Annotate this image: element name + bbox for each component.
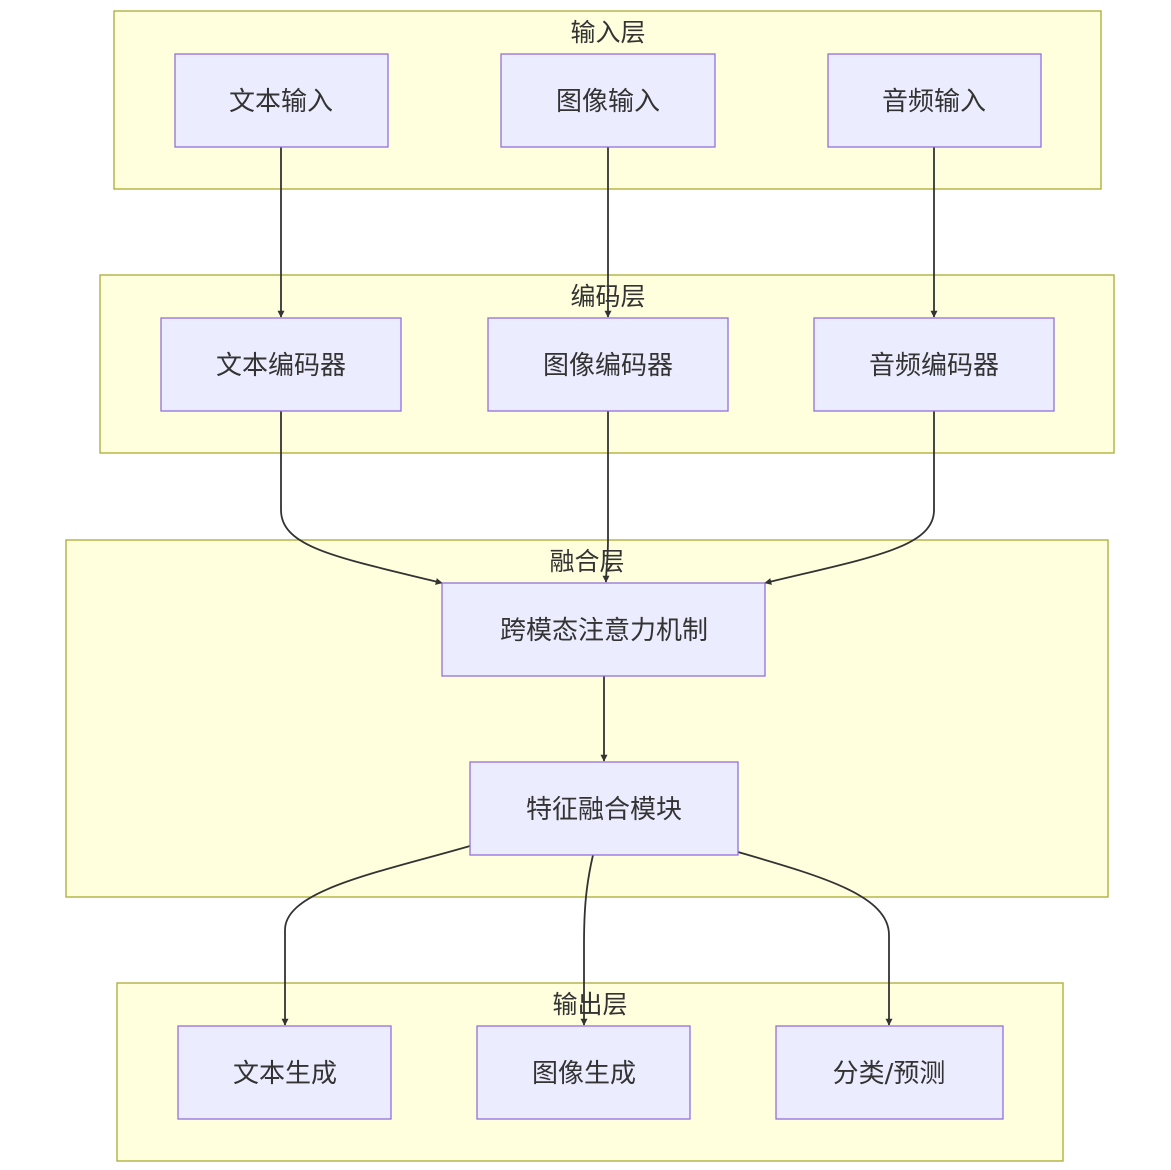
- edges: [277, 147, 938, 1026]
- node-label: 文本输入: [229, 87, 333, 117]
- edge-audio-encoder-to-cross-attention: [764, 411, 935, 585]
- fusion-layer-title: 融合层: [549, 547, 624, 576]
- node-label: 文本编码器: [216, 351, 346, 381]
- node-label: 图像输入: [556, 87, 660, 117]
- edge-feature-fusion-to-text-generation: [281, 845, 471, 1026]
- node-classification: 分类/预测: [775, 1025, 1004, 1120]
- edge-image-encoder-to-cross-attention: [602, 411, 610, 583]
- node-label: 音频编码器: [869, 351, 999, 381]
- edge-text-encoder-to-cross-attention: [280, 411, 443, 585]
- node-image-input: 图像输入: [500, 53, 716, 148]
- node-label: 音频输入: [882, 87, 986, 117]
- node-label: 图像编码器: [543, 351, 673, 381]
- node-text-input: 文本输入: [174, 53, 389, 148]
- node-label: 特征融合模块: [526, 795, 682, 825]
- node-audio-encoder: 音频编码器: [813, 317, 1055, 412]
- node-label: 图像生成: [532, 1059, 636, 1089]
- node-label: 跨模态注意力机制: [500, 616, 708, 646]
- node-feature-fusion: 特征融合模块: [469, 761, 739, 856]
- input-layer-title: 输入层: [570, 18, 645, 47]
- node-text-generation: 文本生成: [177, 1025, 392, 1120]
- edge-feature-fusion-to-classification: [737, 851, 893, 1026]
- node-label: 分类/预测: [833, 1059, 946, 1089]
- node-label: 文本生成: [233, 1059, 337, 1089]
- edge-feature-fusion-to-image-generation: [580, 854, 594, 1026]
- node-cross-attention: 跨模态注意力机制: [441, 582, 766, 677]
- output-layer-title: 输出层: [552, 990, 627, 1019]
- node-image-encoder: 图像编码器: [487, 317, 729, 412]
- node-image-generation: 图像生成: [476, 1025, 691, 1120]
- node-audio-input: 音频输入: [827, 53, 1042, 148]
- node-text-encoder: 文本编码器: [160, 317, 402, 412]
- encoding-layer-title: 编码层: [570, 282, 645, 311]
